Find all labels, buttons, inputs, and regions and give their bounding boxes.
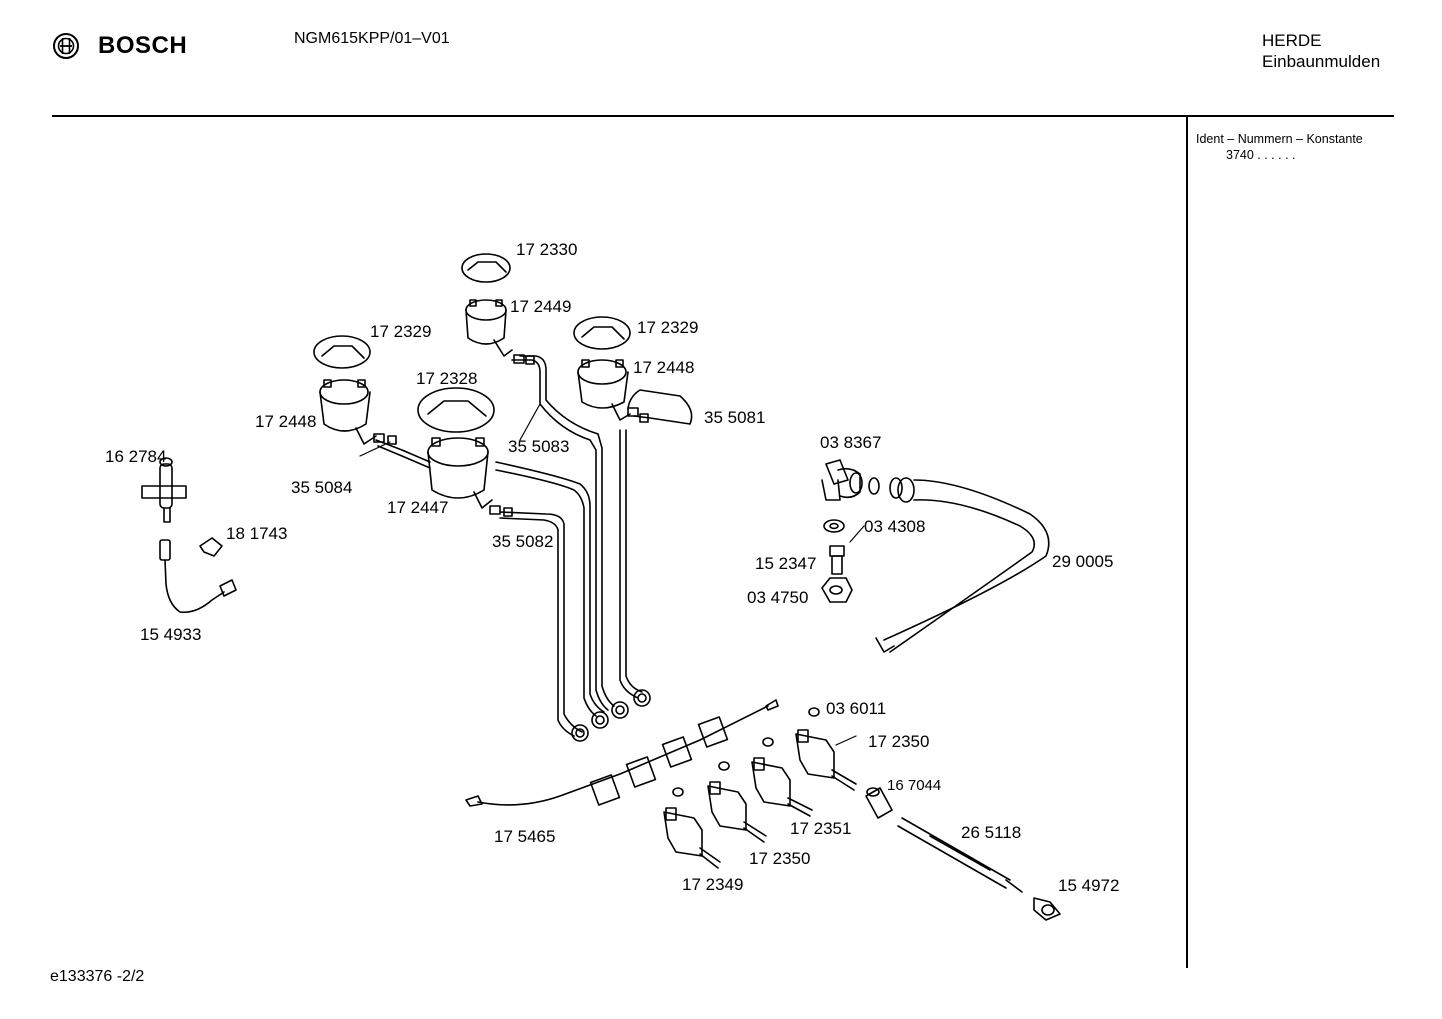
- pipe-connectors: [373, 354, 649, 517]
- nozzle-152347: [829, 545, 845, 575]
- label-034750: 03 4750: [747, 588, 808, 607]
- category-subtitle: Einbaunmulden: [1262, 52, 1381, 71]
- part-labels: 17 2330 17 2449 17 2329 17 2329 17 2448 …: [105, 240, 1119, 895]
- footer-reference: e133376 -2/2: [50, 968, 145, 985]
- label-172447: 17 2447: [387, 498, 448, 517]
- label-172351: 17 2351: [790, 819, 851, 838]
- header-divider: [52, 115, 1394, 117]
- brand-name: BOSCH: [98, 32, 188, 59]
- bosch-armature-icon: [53, 33, 79, 59]
- label-290005: 29 0005: [1052, 552, 1113, 571]
- label-181743: 18 1743: [226, 524, 287, 543]
- burner-cap-172330: [461, 253, 511, 283]
- burner-cap-172329-left: [313, 335, 371, 369]
- label-355081: 35 5081: [704, 408, 765, 427]
- label-172349: 17 2349: [682, 875, 743, 894]
- label-154972: 15 4972: [1058, 876, 1119, 895]
- label-172448-left: 17 2448: [255, 412, 316, 431]
- label-167044: 16 7044: [887, 777, 941, 794]
- label-162784: 16 2784: [105, 447, 166, 466]
- label-038367: 03 8367: [820, 433, 881, 452]
- label-172329-left: 17 2329: [370, 322, 431, 341]
- thermocouple-rod-265118: [897, 817, 1023, 893]
- ident-title: Ident – Nummern – Konstante: [1196, 132, 1363, 146]
- label-036011: 03 6011: [826, 699, 886, 718]
- label-355084: 35 5084: [291, 478, 352, 497]
- label-265118: 26 5118: [961, 823, 1021, 842]
- burner-cap-172328: [417, 387, 495, 433]
- label-172449: 17 2449: [510, 297, 571, 316]
- clip-181743: [199, 537, 223, 557]
- gas-tap-172349: [663, 807, 721, 869]
- burner-cap-172329-right: [573, 316, 631, 350]
- model-number: NGM615KPP/01–V01: [294, 30, 450, 47]
- category-title: HERDE: [1262, 31, 1322, 50]
- ident-value: 3740 . . . . . .: [1226, 148, 1296, 162]
- connector-154972: [1033, 897, 1061, 921]
- burner-body-172448-left: [319, 379, 377, 445]
- label-034308: 03 4308: [864, 517, 925, 536]
- seal-ring-034308: [823, 519, 845, 533]
- ignition-rail-175465: [465, 699, 779, 807]
- elbow-fitting-038367: [821, 459, 863, 501]
- label-355082: 35 5082: [492, 532, 553, 551]
- label-355083: 35 5083: [508, 437, 569, 456]
- burner-body-172448-right: [577, 359, 631, 421]
- gas-tap-172350-bottom: [707, 781, 767, 843]
- thermocouple-162784: [141, 457, 187, 523]
- sleeve-167044: [865, 787, 893, 819]
- label-172328: 17 2328: [416, 369, 477, 388]
- label-175465: 17 5465: [494, 827, 555, 846]
- gas-pipe-355084: [375, 439, 605, 717]
- leader-lines: [359, 403, 865, 746]
- supply-pipe-290005: [875, 477, 1050, 653]
- label-172350-bottom: 17 2350: [749, 849, 810, 868]
- ident-block: Ident – Nummern – Konstante 3740 . . . .…: [1196, 131, 1363, 163]
- gas-tap-172350-top: [795, 729, 857, 791]
- label-172448-right: 17 2448: [633, 358, 694, 377]
- gas-tap-172351: [751, 757, 813, 817]
- label-172329-right: 17 2329: [637, 318, 698, 337]
- label-172330: 17 2330: [516, 240, 577, 259]
- gas-pipe-355083: [511, 355, 615, 711]
- pipe-nut-group: [571, 689, 651, 742]
- ignition-cable-154933: [159, 539, 237, 614]
- seal-ring-upper: [868, 477, 880, 495]
- label-172350-top: 17 2350: [868, 732, 929, 751]
- category-block: HERDE Einbaunmulden: [1262, 30, 1380, 72]
- brand-logo: BOSCH: [52, 32, 187, 60]
- burner-body-172447: [427, 437, 493, 509]
- sidebar-divider: [1186, 116, 1188, 968]
- nut-034750: [821, 577, 853, 603]
- label-154933: 15 4933: [140, 625, 201, 644]
- small-nuts-036011: [672, 707, 820, 797]
- burner-body-172449: [465, 299, 513, 357]
- label-152347: 15 2347: [755, 554, 816, 573]
- gas-pipe-355081: [619, 389, 693, 699]
